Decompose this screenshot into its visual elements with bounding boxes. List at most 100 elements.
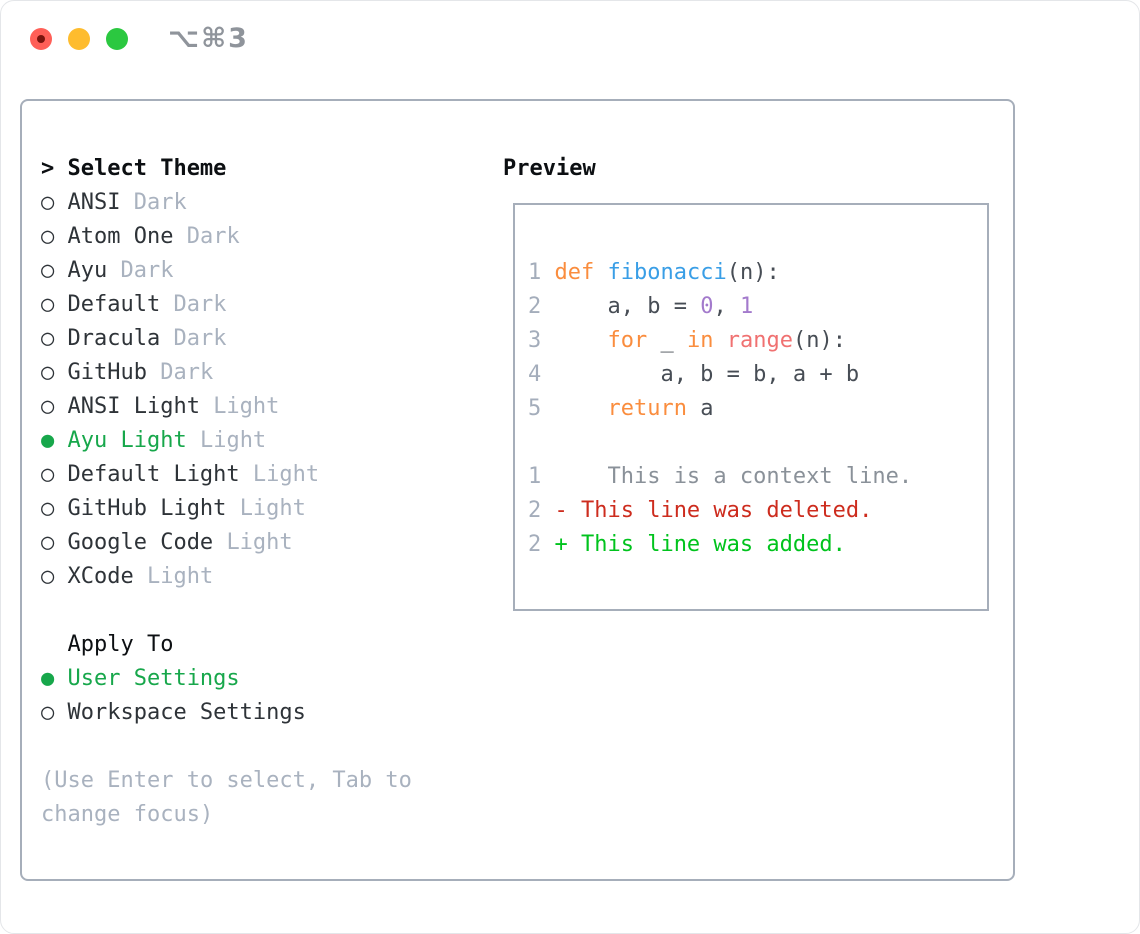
apply-to-option[interactable]: ○ Workspace Settings <box>41 696 491 730</box>
help-line: (Use Enter to select, Tab to <box>41 768 412 793</box>
theme-list: >Select Theme ○ANSI Dark○Atom One Dark○A… <box>41 152 491 832</box>
code-token: return <box>607 396 687 421</box>
apply-to-options: ●User Settings ○ Workspace Settings <box>41 662 491 730</box>
radio-selected-icon: ● <box>41 666 55 691</box>
theme-option[interactable]: ○ Atom One Dark <box>41 220 491 254</box>
radio-icon: ○ <box>41 224 55 249</box>
select-theme-prompt: > Select Theme <box>41 152 491 186</box>
theme-options: ○ANSI Dark○Atom One Dark○Ayu Dark○Defaul… <box>41 186 491 594</box>
theme-option[interactable]: ○ Google Code Light <box>41 526 491 560</box>
space <box>160 326 173 351</box>
radio-icon: ○ <box>41 700 55 725</box>
theme-option[interactable]: ●Ayu Light Light <box>41 424 491 458</box>
code-token <box>554 396 607 421</box>
title-bar: ⌥⌘3 <box>1 1 1139 77</box>
theme-name: Ayu Light <box>67 428 187 453</box>
radio-icon: ○ <box>41 190 55 215</box>
line-number: 4 <box>528 362 542 387</box>
code-token: This is a context line. <box>554 464 913 489</box>
code-token: fibonacci <box>607 260 727 285</box>
space <box>134 564 147 589</box>
close-dot-icon <box>37 35 45 43</box>
theme-variant-badge: Light <box>252 462 320 487</box>
theme-name: Google Code <box>67 530 214 555</box>
theme-option[interactable]: ○Ayu Dark <box>41 254 491 288</box>
code-token <box>713 328 726 353</box>
space <box>187 428 200 453</box>
theme-variant-badge: Dark <box>173 326 227 351</box>
apply-to-option-label: Workspace Settings <box>67 700 306 725</box>
prompt-arrow-icon: > <box>41 156 55 181</box>
theme-variant-badge: Dark <box>120 258 174 283</box>
space <box>120 190 133 215</box>
theme-variant-badge: Dark <box>133 190 187 215</box>
theme-variant-badge: Dark <box>160 360 214 385</box>
line-number: 1 <box>528 464 542 489</box>
code-token: 0 <box>700 294 714 319</box>
minimize-button[interactable] <box>68 28 90 50</box>
theme-option[interactable]: ○Dracula Dark <box>41 322 491 356</box>
code-token: _ <box>647 328 687 353</box>
code-line: 3 for _ in range(n): <box>528 324 987 358</box>
code-token: (n): <box>726 260 780 285</box>
code-token: , <box>713 294 740 319</box>
theme-variant-badge: Dark <box>186 224 240 249</box>
apply-to-label: Apply To <box>67 632 174 657</box>
theme-variant-badge: Dark <box>173 292 227 317</box>
code-token: 1 <box>739 294 754 319</box>
line-number: 5 <box>528 396 542 421</box>
help-line: change focus) <box>41 802 214 827</box>
code-token: range <box>726 328 793 353</box>
theme-option[interactable]: ○ANSI Light Light <box>41 390 491 424</box>
theme-option[interactable]: ○GitHub Dark <box>41 356 491 390</box>
theme-name: GitHub Light <box>67 496 227 521</box>
code-token: a, b = b, a + b <box>554 362 860 387</box>
theme-name: Atom One <box>67 224 174 249</box>
close-button[interactable] <box>30 28 52 50</box>
code-line: 4 a, b = b, a + b <box>528 358 987 392</box>
theme-option[interactable]: ○Default Dark <box>41 288 491 322</box>
theme-name: ANSI <box>67 190 121 215</box>
code-token: for <box>607 328 648 353</box>
space <box>147 360 160 385</box>
radio-icon: ○ <box>41 326 55 351</box>
theme-option[interactable]: ○GitHub Light Light <box>41 492 491 526</box>
code-line <box>528 426 987 460</box>
theme-name: Default Light <box>67 462 240 487</box>
theme-picker-panel: >Select Theme ○ANSI Dark○Atom One Dark○A… <box>20 99 1015 881</box>
zoom-button[interactable] <box>106 28 128 50</box>
spacer <box>41 730 491 764</box>
theme-option[interactable]: ○ Default Light Light <box>41 458 491 492</box>
space <box>240 462 253 487</box>
code-token: a <box>686 396 714 421</box>
radio-icon: ○ <box>41 530 55 555</box>
radio-icon: ○ <box>41 462 55 487</box>
theme-option[interactable]: ○XCode Light <box>41 560 491 594</box>
radio-selected-icon: ● <box>41 428 55 453</box>
line-number: 2 <box>528 294 542 319</box>
code-line: 2- This line was deleted. <box>528 494 987 528</box>
space <box>160 292 173 317</box>
line-number: 3 <box>528 328 542 353</box>
select-theme-label: Select Theme <box>67 156 227 181</box>
code-token: a, b = <box>554 294 701 319</box>
theme-name: Ayu <box>67 258 108 283</box>
help-text: (Use Enter to select, Tab to change focus… <box>41 764 491 832</box>
radio-icon: ○ <box>41 564 55 589</box>
code-token <box>594 260 607 285</box>
apply-to-option[interactable]: ●User Settings <box>41 662 491 696</box>
line-number: 2 <box>528 532 542 557</box>
radio-icon: ○ <box>41 496 55 521</box>
theme-option[interactable]: ○ ANSI Dark <box>41 186 491 220</box>
space <box>213 530 226 555</box>
theme-variant-badge: Light <box>226 530 293 555</box>
code-token <box>554 328 607 353</box>
space <box>226 496 239 521</box>
line-number: 1 <box>528 260 542 285</box>
code-token: (n): <box>792 328 846 353</box>
code-line: 2+ This line was added. <box>528 528 987 562</box>
radio-icon: ○ <box>41 360 55 385</box>
